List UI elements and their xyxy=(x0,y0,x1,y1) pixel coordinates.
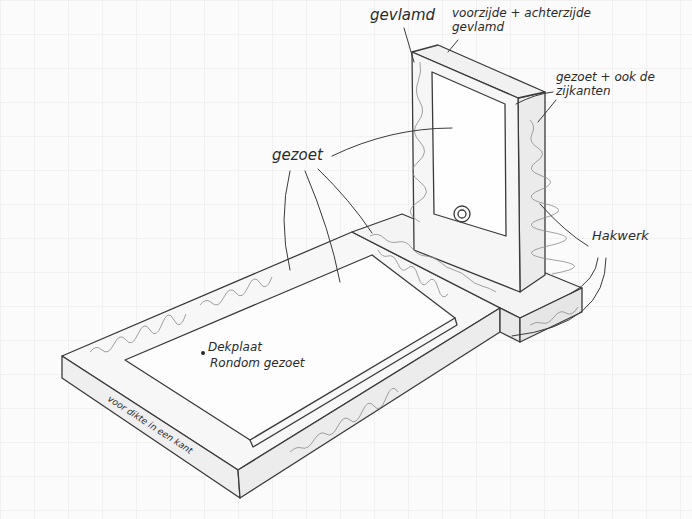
part-name: Dekplaat xyxy=(208,340,262,354)
cover-plate-edge xyxy=(250,318,457,447)
cover-plate xyxy=(125,255,455,440)
rough-texture xyxy=(90,62,578,452)
finish-label: gezoet xyxy=(272,146,323,164)
finish-label: Hakwerk xyxy=(592,228,649,244)
vase-symbol xyxy=(454,206,470,222)
vase-symbol-inner xyxy=(458,210,466,218)
finish-label: gevlamd xyxy=(370,6,435,24)
bullet-dot xyxy=(201,351,205,355)
polished-panel xyxy=(432,72,506,236)
base-front-face xyxy=(500,308,520,342)
finish-note: voorzijde + achterzijde gevlamd xyxy=(452,6,602,35)
base-end-face xyxy=(520,288,582,342)
finish-note: gezoet + ook de zijkanten xyxy=(556,70,686,99)
finish-note: Rondom gezoet xyxy=(210,356,304,370)
